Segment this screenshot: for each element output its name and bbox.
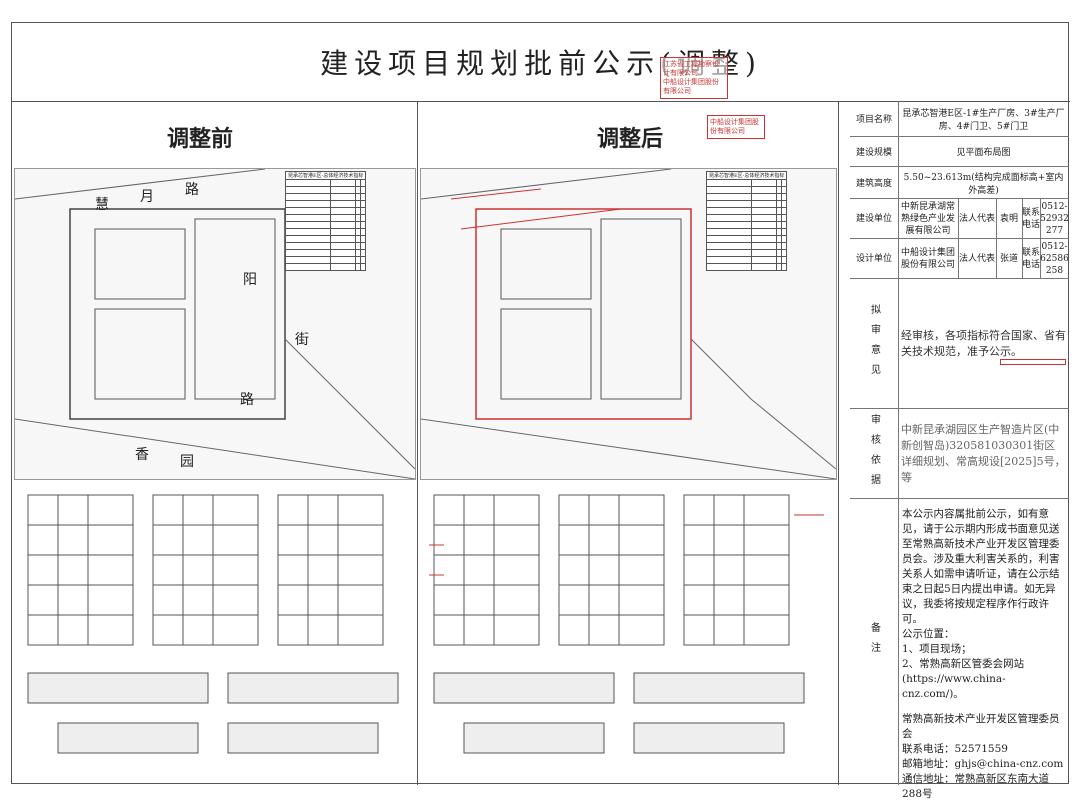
- road-label-8: 路: [240, 392, 254, 408]
- basis-label: 审核依据: [850, 409, 899, 498]
- info-panel: 项目名称 昆承芯智港E区-1#生产厂房、3#生产厂房、4#门卫、5#门卫 建设规…: [850, 101, 1069, 800]
- contact-email[interactable]: 邮箱地址：ghjs@china-cnz.com: [902, 758, 1064, 770]
- notes-block: 本公示内容属批前公示，如有意见，请于公示期内形成书面意见送至常熟高新技术产业开发…: [902, 507, 1067, 802]
- place-2-url[interactable]: (https://www.china-cnz.com/)。: [902, 673, 1006, 700]
- elevations-before: [18, 668, 412, 778]
- row-basis: 审核依据 中新昆承湖园区生产智造片区(中新创智岛)320581030301街区详…: [850, 409, 1069, 499]
- road-label-4: 阳: [243, 272, 257, 288]
- designer-value: 中船设计集团股份有限公司: [898, 239, 959, 278]
- row-opinion: 拟审意见 经审核，各项指标符合国家、省有关技术规范，准予公示。: [850, 279, 1069, 409]
- indicator-table-before: 昆承芯智港E区-总体经济技术指标: [284, 171, 367, 271]
- notice-sheet: 建设项目规划批前公示(调整) 调整前 调整后 慧 月 路 阳 街 香 园 路 昆…: [11, 22, 1070, 800]
- builder-value: 中新昆承湖常熟绿色产业发展有限公司: [898, 199, 959, 238]
- site-plan-after-drawing: [421, 169, 836, 479]
- site-plan-after: 昆承芯智港E区-总体经济技术指标: [420, 168, 837, 480]
- builder-rep-value: 袁明: [996, 199, 1023, 238]
- project-name-label: 项目名称: [850, 101, 899, 136]
- org-name: 常熟高新技术产业开发区管理委员会: [902, 713, 1060, 740]
- approval-stamp: 中船设计集团股份有限公司: [707, 115, 765, 139]
- elevations-after: [424, 668, 834, 778]
- row-scale: 建设规模 见平面布局图: [850, 137, 1069, 167]
- elevations-after-drawing: [433, 672, 805, 754]
- notes-label: 备注: [850, 499, 899, 785]
- height-label: 建筑高度: [850, 167, 899, 198]
- site-plan-before: 慧 月 路 阳 街 香 园 路 昆承芯智港E区-总体经济技术指标: [14, 168, 416, 480]
- place-2: 2、常熟高新区管委会网站: [902, 658, 1025, 670]
- row-height: 建筑高度 5.50~23.613m(结构完成面标高+室内外高差): [850, 167, 1069, 199]
- site-plan-before-drawing: [15, 169, 415, 479]
- scale-label: 建设规模: [850, 137, 899, 166]
- project-name-value: 昆承芯智港E区-1#生产厂房、3#生产厂房、4#门卫、5#门卫: [902, 108, 1065, 132]
- elevations-before-drawing: [27, 672, 399, 754]
- builder-phone-label: 联系电话: [1022, 199, 1041, 238]
- builder-phone-value: 0512-52932277: [1040, 201, 1069, 236]
- indicator-table-title: 昆承芯智港E区-总体经济技术指标: [284, 171, 367, 180]
- road-label-5: 街: [295, 332, 309, 348]
- row-notes: 备注 本公示内容属批前公示，如有意见，请于公示期内形成书面意见送至常熟高新技术产…: [850, 499, 1069, 800]
- opinion-label: 拟审意见: [850, 279, 899, 408]
- floor-plans-before: [18, 485, 412, 665]
- design-stamp: 江苏省工程勘察设计有限公司 中船设计集团股份有限公司: [660, 57, 728, 99]
- indicator-table-title-after: 昆承芯智港E区-总体经济技术指标: [705, 171, 788, 180]
- road-label-1: 慧: [95, 197, 109, 213]
- floor-plans-after: [424, 485, 834, 665]
- builder-label: 建设单位: [850, 199, 899, 238]
- divider-right: [838, 101, 839, 785]
- builder-rep-label: 法人代表: [958, 199, 997, 238]
- opinion-value: 经审核，各项指标符合国家、省有关技术规范，准予公示。: [901, 328, 1066, 358]
- road-label-2: 月: [140, 189, 154, 205]
- after-heading: 调整后: [597, 127, 664, 152]
- road-label-3: 路: [185, 182, 199, 198]
- places-title: 公示位置：: [902, 628, 955, 640]
- designer-phone-value: 0512-62586258: [1040, 241, 1069, 276]
- designer-rep-label: 法人代表: [958, 239, 997, 278]
- divider-left: [417, 101, 418, 785]
- scale-value: 见平面布局图: [956, 148, 1011, 158]
- road-label-7: 园: [180, 454, 194, 470]
- place-1: 1、项目现场；: [902, 643, 972, 655]
- contact-address: 通信地址：常熟高新区东南大道288号: [902, 773, 1049, 800]
- designer-label: 设计单位: [850, 239, 899, 278]
- opinion-stamp: [1000, 359, 1066, 365]
- notes-text: 本公示内容属批前公示，如有意见，请于公示期内形成书面意见送至常熟高新技术产业开发…: [902, 508, 1060, 625]
- indicator-table-after: 昆承芯智港E区-总体经济技术指标: [705, 171, 788, 271]
- page-title: 建设项目规划批前公示(调整): [12, 23, 1070, 102]
- road-label-6: 香: [135, 447, 149, 463]
- basis-value: 中新昆承湖园区生产智造片区(中新创智岛)320581030301街区详细规划、常…: [901, 422, 1066, 484]
- floor-plans-before-drawing: [27, 494, 384, 646]
- designer-phone-label: 联系电话: [1022, 239, 1041, 278]
- before-heading: 调整前: [167, 127, 234, 152]
- row-builder: 建设单位 中新昆承湖常熟绿色产业发展有限公司 法人代表 袁明 联系电话 0512…: [850, 199, 1069, 239]
- floor-plans-after-drawing: [429, 494, 824, 646]
- row-project-name: 项目名称 昆承芯智港E区-1#生产厂房、3#生产厂房、4#门卫、5#门卫: [850, 101, 1069, 137]
- row-designer: 设计单位 中船设计集团股份有限公司 法人代表 张道 联系电话 0512-6258…: [850, 239, 1069, 279]
- designer-rep-value: 张道: [996, 239, 1023, 278]
- height-value: 5.50~23.613m(结构完成面标高+室内外高差): [903, 172, 1064, 196]
- contact-phone: 联系电话：52571559: [902, 743, 1008, 755]
